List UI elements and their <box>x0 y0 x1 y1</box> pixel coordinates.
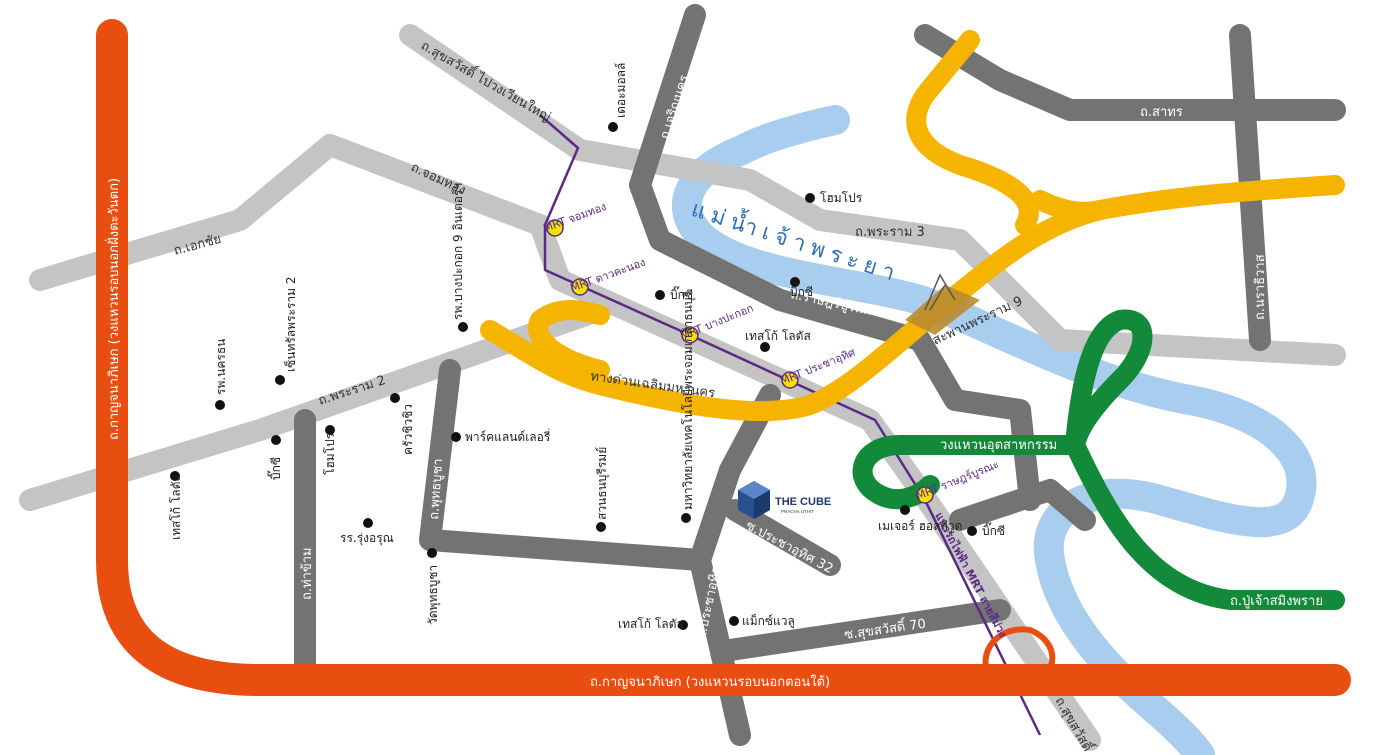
poi-wat-putthabucha: วัดพุทธบูชา <box>426 548 441 625</box>
label-kanchana-south: ถ.กาญจนาภิเษก (วงแหวนรอบนอกตอนใต้) <box>590 674 830 690</box>
svg-text:ครัวชิวชิว: ครัวชิวชิว <box>401 404 415 455</box>
svg-text:เดอะมอลล์: เดอะมอลล์ <box>614 63 628 118</box>
poi-bigc-4: บิ๊กซี <box>967 522 1005 538</box>
svg-text:บิ๊กซี: บิ๊กซี <box>982 522 1005 538</box>
poi-tesco-1: เทสโก้ โลตัส <box>745 329 811 352</box>
poi-major-hollywood: เมเจอร์ ฮอลลีวูด <box>878 505 962 534</box>
poi-bigc-3: บิ๊กซี <box>267 435 283 480</box>
svg-text:มหาวิทยาลัยเทคโนโลยีพระจอมเกล้: มหาวิทยาลัยเทคโนโลยีพระจอมเกล้าธนบุรี <box>681 291 696 510</box>
mrt-station-chomthong: MRT จอมทอง <box>542 200 609 237</box>
poi-homepro-2: โฮมโปร <box>323 425 337 475</box>
road-east-link <box>949 479 1096 531</box>
label-pu-chao: ถ.ปู่เจ้าสมิงพราย <box>1230 594 1323 609</box>
poi-tesco-3: เทสโก้ โลตัส <box>618 617 688 631</box>
poi-tesco-2: เทสโก้ โลตัส <box>169 471 183 540</box>
poi-nakornthon-hospital: รพ.นครธน <box>214 339 228 410</box>
poi-bigc-2: บิ๊กซี <box>655 286 693 302</box>
poi-suan-thonburirom: สวนธนบุรีรมย์ <box>595 447 610 532</box>
poi-kmutt: มหาวิทยาลัยเทคโนโลยีพระจอมเกล้าธนบุรี <box>681 291 696 523</box>
poi-maxvalu: แม็กซ์แวลู <box>729 613 795 629</box>
svg-text:บิ๊กซี: บิ๊กซี <box>790 283 813 299</box>
poi-central-rama2: เซ็นทรัลพระราม 2 <box>275 276 298 385</box>
svg-text:บิ๊กซี: บิ๊กซี <box>670 286 693 302</box>
svg-text:โฮมโปร: โฮมโปร <box>323 432 337 475</box>
svg-text:สวนธนบุรีรมย์: สวนธนบุรีรมย์ <box>595 447 610 520</box>
label-narathiwat: ถ.นราธิวาส <box>1253 254 1268 320</box>
kanchanaphisek-ring-road <box>96 19 1351 696</box>
poi-bangpakok-hospital: รพ.บางปะกอก 9 อินเตอร์ฯ <box>451 183 468 332</box>
rama9-bridge <box>905 273 980 335</box>
svg-text:รพ.นครธน: รพ.นครธน <box>214 339 228 395</box>
road-soi-32 <box>724 499 841 576</box>
svg-text:บิ๊กซี: บิ๊กซี <box>267 457 283 480</box>
road-soi-70 <box>719 599 1011 661</box>
label-industrial-ring: วงแหวนอุตสาหกรรม <box>940 438 1057 453</box>
label-thakham: ถ.ท่าข้าม <box>300 547 315 600</box>
road-suksawat-main <box>529 214 1101 751</box>
roads-dark <box>294 4 1346 746</box>
road-charoen-nakhon <box>629 4 1041 511</box>
label-putthabucha: ถ.พุทธบูชา <box>427 458 446 520</box>
svg-text:MRT จอมทอง: MRT จอมทอง <box>542 200 609 235</box>
poi-krua-chiwchiw: ครัวชิวชิว <box>390 393 415 455</box>
svg-text:MRT ดาวคะนอง: MRT ดาวคะนอง <box>569 256 648 295</box>
road-suksawat-north <box>399 24 1346 366</box>
brand-sub: PRACHA UTHIT <box>781 509 814 514</box>
road-ekachai <box>29 134 551 291</box>
label-rama3: ถ.พระราม 3 <box>855 225 925 240</box>
svg-text:รร.รุ่งอรุณ: รร.รุ่งอรุณ <box>340 531 394 546</box>
svg-text:เทสโก้ โลตัส: เทสโก้ โลตัส <box>618 617 684 631</box>
svg-text:เซ็นทรัลพระราม 2: เซ็นทรัลพระราม 2 <box>283 276 298 372</box>
poi-rungarun-school: รร.รุ่งอรุณ <box>340 518 394 546</box>
river-chao-phraya <box>671 105 1317 755</box>
poi-the-mall: เดอะมอลล์ <box>608 63 628 132</box>
industrial-ring-road <box>852 309 1345 610</box>
poi-bigc-1: บิ๊กซี <box>790 277 813 299</box>
svg-text:เทสโก้ โลตัส: เทสโก้ โลตัส <box>745 329 811 343</box>
svg-text:วัดพุทธบูชา: วัดพุทธบูชา <box>426 565 441 625</box>
label-sathorn: ถ.สาทร <box>1140 105 1183 120</box>
label-kanchana-west: ถ.กาญจนาภิเษก (วงแหวนรอบนอกฝั่งตะวันตก) <box>105 178 122 440</box>
road-sathorn-dark <box>914 24 1346 121</box>
svg-text:เทสโก้ โลตัส: เทสโก้ โลตัส <box>169 474 183 540</box>
poi-homepro-1: โฮมโปร <box>805 191 863 205</box>
svg-text:รพ.บางปะกอก 9 อินเตอร์ฯ: รพ.บางปะกอก 9 อินเตอร์ฯ <box>451 183 465 320</box>
svg-text:พาร์คแลนด์เลอรี่: พาร์คแลนด์เลอรี่ <box>465 428 551 444</box>
svg-text:แม็กซ์แวลู: แม็กซ์แวลู <box>742 613 795 629</box>
svg-text:เมเจอร์ ฮอลลีวูด: เมเจอร์ ฮอลลีวูด <box>878 519 962 534</box>
expressway-chaloem-maha-nakhon <box>480 30 1345 422</box>
the-cube-logo: THE CUBE PRACHA UTHIT <box>738 481 831 519</box>
label-suksawat-bangna: ถ.สุขสวัสดิ์ ไปวงเวียนใหญ่ <box>418 36 555 125</box>
mrt-station-dao-khanong: MRT ดาวคะนอง <box>569 256 648 296</box>
poi-parkland: พาร์คแลนด์เลอรี่ <box>451 428 551 444</box>
svg-text:โฮมโปร: โฮมโปร <box>820 191 863 205</box>
brand-name: THE CUBE <box>775 496 831 508</box>
road-putthabucha <box>419 359 711 571</box>
